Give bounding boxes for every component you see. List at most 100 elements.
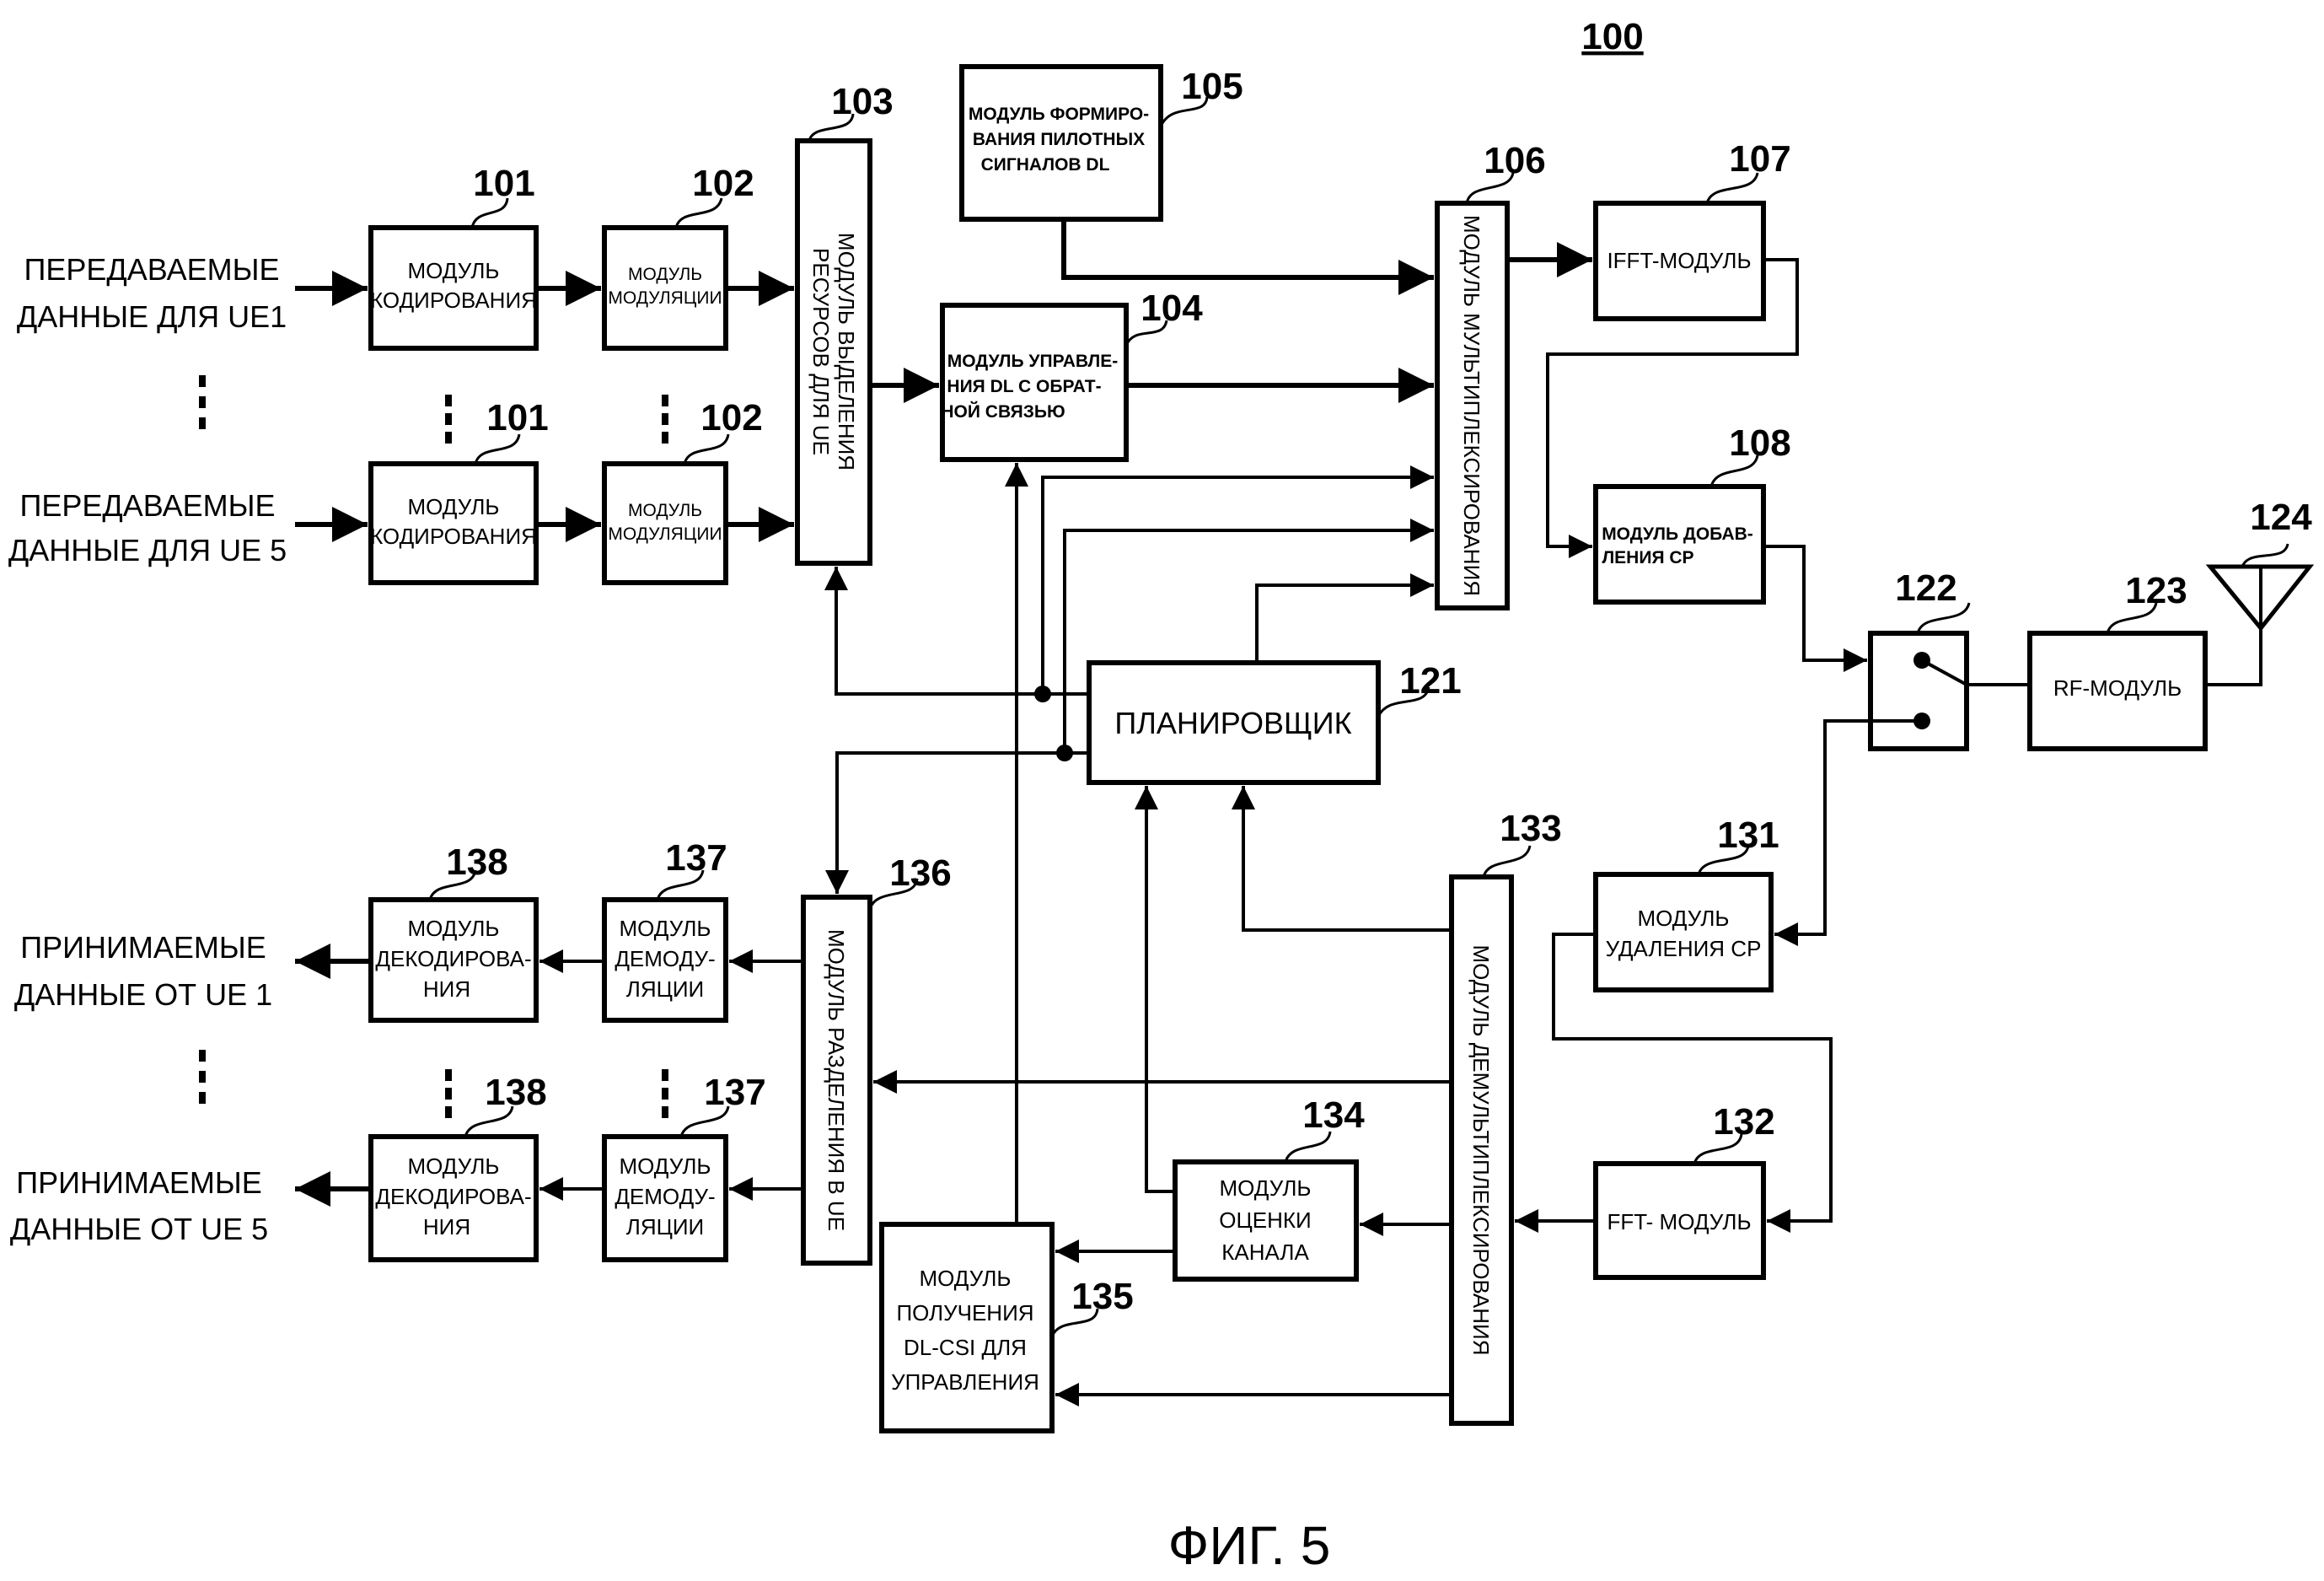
arrow-121-106-c: [1255, 573, 1434, 663]
block-text: МОДУЛЬ РАЗДЕЛЕНИЯ В UE: [824, 929, 849, 1231]
block-text: МОДУЛЬ: [628, 265, 702, 284]
block-text: RF-МОДУЛЬ: [2053, 675, 2182, 701]
leader-line: [679, 1105, 730, 1137]
block-text: МОДУЛЬ ФОРМИРО-: [969, 105, 1149, 124]
block-text: ДЕМОДУ-: [615, 1184, 715, 1209]
output-label-line: ПРИНИМАЕМЫЕ: [16, 1165, 262, 1200]
output-label-line: ДАННЫЕ ОТ UE 5: [10, 1212, 268, 1246]
leader-line: [2106, 602, 2158, 634]
input-label-line: ДАННЫЕ ДЛЯ UE 5: [8, 533, 287, 567]
block-136: МОДУЛЬ РАЗДЕЛЕНИЯ В UE: [801, 895, 872, 1266]
block-text: МОДУЛЬ: [408, 494, 500, 519]
ref-label-121: 121: [1399, 660, 1461, 702]
leader-line: [1465, 172, 1515, 204]
block-102-ue5: МОДУЛЬ МОДУЛЯЦИИ: [602, 461, 728, 585]
block-121-scheduler: ПЛАНИРОВЩИК: [1087, 660, 1381, 785]
block-text: МОДУЛЬ ДОБАВ-: [1602, 524, 1753, 544]
block-text: ЛЯЦИИ: [626, 976, 704, 1002]
block-122-switch: [1868, 631, 1969, 751]
ref-label-122: 122: [1895, 567, 1956, 609]
leader-line: [868, 878, 919, 910]
block-text: УПРАВЛЕНИЯ: [891, 1369, 1039, 1395]
block-text: УДАЛЕНИЯ CP: [1606, 936, 1762, 961]
ref-label-132: 132: [1713, 1101, 1774, 1143]
block-text: КОДИРОВАНИЯ: [370, 524, 537, 549]
block-138-ue5: МОДУЛЬ ДЕКОДИРОВА- НИЯ: [368, 1134, 539, 1262]
block-131: МОДУЛЬ УДАЛЕНИЯ CP: [1593, 872, 1774, 992]
ellipsis-icon: [199, 1050, 668, 1118]
switch-lever: [1921, 659, 1967, 686]
block-text: ДЕКОДИРОВА-: [375, 1184, 531, 1209]
ref-label-102: 102: [700, 397, 762, 438]
block-text: КАНАЛА: [1221, 1240, 1309, 1265]
block-104: МОДУЛЬ УПРАВЛЕ- НИЯ DL С ОБРАТ- НОЙ СВЯЗ…: [940, 303, 1129, 462]
antenna-icon: [2205, 564, 2315, 632]
arrow-131-132: [1552, 933, 1833, 1233]
ref-label-108: 108: [1729, 422, 1790, 464]
output-label-ue5: ПРИНИМАЕМЫЕ ДАННЫЕ ОТ UE 5: [10, 1165, 268, 1246]
leader-line: [1916, 602, 1971, 634]
block-103: МОДУЛЬ ВЫДЕЛЕНИЯ РЕСУРСОВ ДЛЯ UE: [795, 138, 872, 566]
leader-line: [683, 433, 730, 465]
ref-label-134: 134: [1302, 1094, 1365, 1136]
block-text: МОДУЛЬ: [620, 916, 711, 941]
leader-line: [656, 869, 705, 901]
block-text: МОДУЛЬ ВЫДЕЛЕНИЯ: [834, 233, 859, 471]
ref-label-135: 135: [1071, 1276, 1133, 1317]
block-text: НОЙ СВЯЗЬЮ: [941, 401, 1065, 422]
block-138-ue1: МОДУЛЬ ДЕКОДИРОВА- НИЯ: [368, 897, 539, 1023]
block-107: IFFT-МОДУЛЬ: [1593, 201, 1766, 321]
arrow-105-106: [1061, 219, 1434, 295]
block-text: ОЦЕНКИ: [1219, 1207, 1311, 1233]
arrow-122-131: [1774, 719, 1922, 946]
block-108: МОДУЛЬ ДОБАВ- ЛЕНИЯ CP: [1593, 484, 1766, 605]
ref-label-137: 137: [665, 837, 727, 879]
leader-line: [1050, 1308, 1099, 1337]
block-text: СИГНАЛОВ DL: [981, 155, 1110, 175]
block-text: ПЛАНИРОВЩИК: [1114, 706, 1351, 740]
ref-label-123: 123: [2125, 570, 2187, 611]
leader-line: [1377, 686, 1430, 718]
arrow-121-106-b: [1063, 519, 1434, 753]
ref-label-124: 124: [2250, 497, 2312, 538]
block-text: МОДУЛЯЦИИ: [608, 524, 722, 544]
block-text: НИЯ DL С ОБРАТ-: [947, 377, 1101, 396]
output-label-ue1: ПРИНИМАЕМЫЕ ДАННЫЕ ОТ UE 1: [14, 930, 272, 1012]
ref-label-138: 138: [485, 1072, 546, 1113]
leader-line: [808, 113, 855, 142]
leader-line: [464, 1105, 514, 1137]
line-123-124: [2205, 590, 2262, 686]
block-text: МОДУЛЬ: [1638, 906, 1730, 931]
leader-line: [428, 869, 477, 901]
arrow-133-121: [1232, 786, 1452, 932]
block-text: НИЯ: [423, 976, 470, 1002]
block-text: ВАНИЯ ПИЛОТНЫХ: [973, 130, 1145, 149]
block-text: МОДУЛЬ: [408, 916, 500, 941]
output-label-line: ДАННЫЕ ОТ UE 1: [14, 977, 272, 1012]
block-text: МОДУЛЬ: [1220, 1175, 1312, 1201]
block-text: МОДУЛЬ: [920, 1266, 1012, 1291]
arrow-108-122: [1763, 545, 1867, 672]
block-text: МОДУЛЯЦИИ: [608, 288, 722, 308]
ref-label-131: 131: [1717, 815, 1779, 856]
leader-line: [1284, 1131, 1332, 1163]
ref-label-101: 101: [486, 397, 548, 438]
leader-line: [1697, 845, 1750, 875]
block-123: RF-МОДУЛЬ: [2027, 631, 2208, 751]
block-135: МОДУЛЬ ПОЛУЧЕНИЯ DL-CSI ДЛЯ УПРАВЛЕНИЯ: [879, 1222, 1055, 1433]
ref-label-101: 101: [473, 163, 534, 204]
block-text: МОДУЛЬ: [408, 1153, 500, 1179]
block-text: МОДУЛЬ МУЛЬТИПЛЕКСИРОВАНИЯ: [1459, 215, 1484, 596]
leader-line: [1693, 1133, 1743, 1164]
arrow-107-108: [1546, 258, 1799, 558]
ref-label-102: 102: [692, 163, 754, 204]
ref-label-106: 106: [1484, 140, 1545, 181]
block-text: МОДУЛЬ УПРАВЛЕ-: [947, 352, 1119, 371]
leader-line: [1159, 96, 1209, 127]
block-text: МОДУЛЬ: [628, 501, 702, 520]
block-text: МОДУЛЬ: [408, 258, 500, 283]
block-106: МОДУЛЬ МУЛЬТИПЛЕКСИРОВАНИЯ: [1435, 201, 1510, 610]
block-134: МОДУЛЬ ОЦЕНКИ КАНАЛА: [1173, 1159, 1359, 1282]
block-text: ЛЯЦИИ: [626, 1214, 704, 1240]
